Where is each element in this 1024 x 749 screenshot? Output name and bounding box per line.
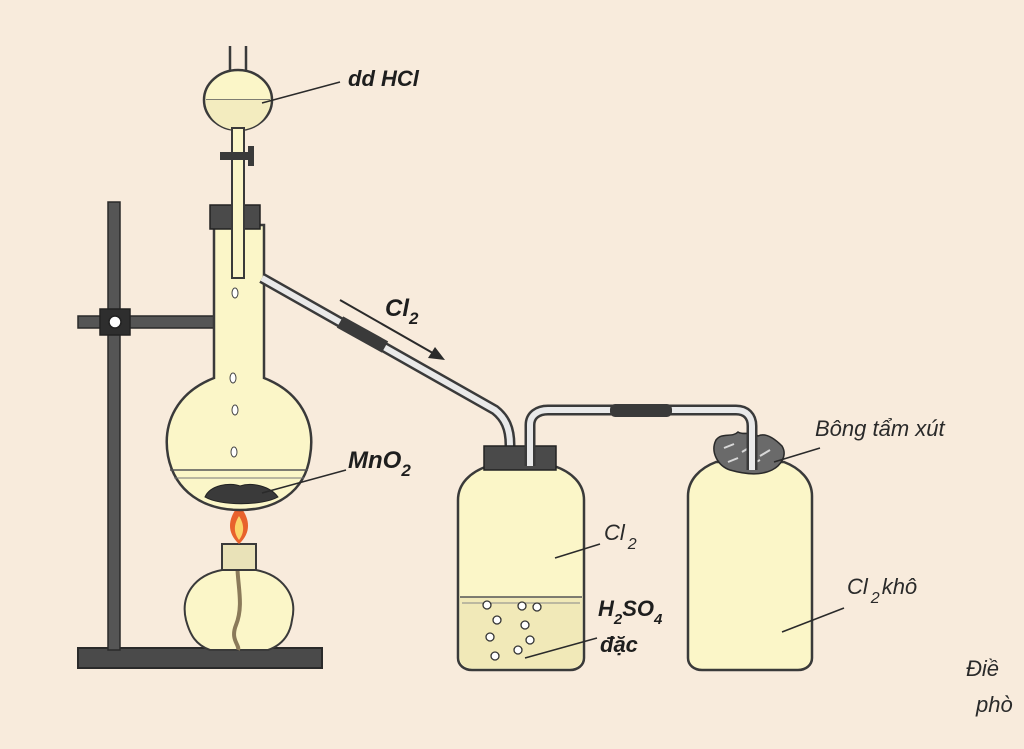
drop-icon (231, 404, 239, 416)
bubble-icon (490, 651, 500, 661)
flask-body (165, 223, 313, 512)
cl2-flow-sub: 2 (408, 309, 419, 328)
leader-cl2-bottle (554, 543, 601, 559)
round-bottom-flask (165, 204, 313, 512)
flow-arrow-icon (339, 299, 439, 357)
leader-h2so4 (524, 637, 598, 659)
h2so4-h: H (598, 596, 615, 621)
cl2-flow-text: Cl (385, 295, 410, 322)
stopcock-knob (248, 146, 254, 166)
cl2-dry-suffix: khô (882, 574, 917, 599)
hcl-label: dd HCl (348, 66, 420, 91)
mno2-solid (204, 483, 279, 505)
flame-core-icon (234, 516, 244, 540)
leader-mno2 (261, 469, 347, 494)
bubble-icon (520, 620, 530, 630)
mno2-label: MnO2 (348, 447, 411, 480)
funnel-stem (231, 127, 245, 279)
rubber-connector-2 (610, 404, 672, 417)
cl2-bottle-sub: 2 (627, 536, 637, 553)
bubble-icon (485, 632, 495, 642)
clamp-boss (99, 308, 131, 336)
h2so4-sub2: 4 (653, 611, 663, 628)
wash-bottle (456, 445, 586, 672)
h2so4-so: SO (622, 596, 654, 621)
leader-hcl (261, 81, 341, 104)
bubble-icon (517, 601, 527, 611)
delivery-tube-1 (259, 273, 516, 640)
mno2-sub: 2 (400, 461, 411, 480)
cl2-dry-sub: 2 (870, 590, 880, 607)
stopcock (220, 152, 254, 160)
bubble-icon (513, 645, 523, 655)
dac-label: đặc (600, 632, 638, 657)
stand-rod (107, 201, 121, 651)
bubble-icon (492, 615, 502, 625)
wash-bottle-stopper (483, 445, 557, 471)
bubble-icon (525, 635, 535, 645)
h2so4-sub1: 2 (613, 611, 623, 628)
tube-1-inner (260, 275, 513, 640)
bong-label: Bông tẩm xút (815, 416, 946, 441)
stand-base (77, 647, 323, 669)
leader-bong (773, 447, 821, 463)
bubble-icon (532, 602, 542, 612)
lamp-neck (221, 543, 257, 571)
rubber-connector (336, 316, 389, 353)
leader-cl2-dry (781, 607, 845, 633)
drop-icon (230, 446, 238, 458)
drop-icon (229, 372, 237, 384)
drop-icon (231, 287, 239, 299)
collection-bottle (686, 430, 814, 672)
caption-line-2: phò (975, 692, 1013, 717)
mno2-text: MnO (348, 447, 402, 474)
bubble-icon (482, 600, 492, 610)
cl2-flow-label: Cl2 (385, 295, 419, 328)
cl2-bottle-text: Cl (604, 520, 626, 545)
separatory-funnel (202, 46, 274, 279)
arrow-head-icon (428, 347, 445, 360)
h2so4-label: H2SO4 (598, 596, 663, 628)
caption-line-1: Điề (966, 656, 999, 681)
collection-bottle-body (686, 460, 814, 672)
clamp-screw-icon (108, 315, 122, 329)
funnel-liquid-fill (206, 100, 270, 130)
leader-lines (261, 81, 845, 659)
cl2-dry-text: Cl (847, 574, 869, 599)
spirit-lamp (183, 505, 295, 651)
delivery-tube-2 (524, 404, 758, 652)
